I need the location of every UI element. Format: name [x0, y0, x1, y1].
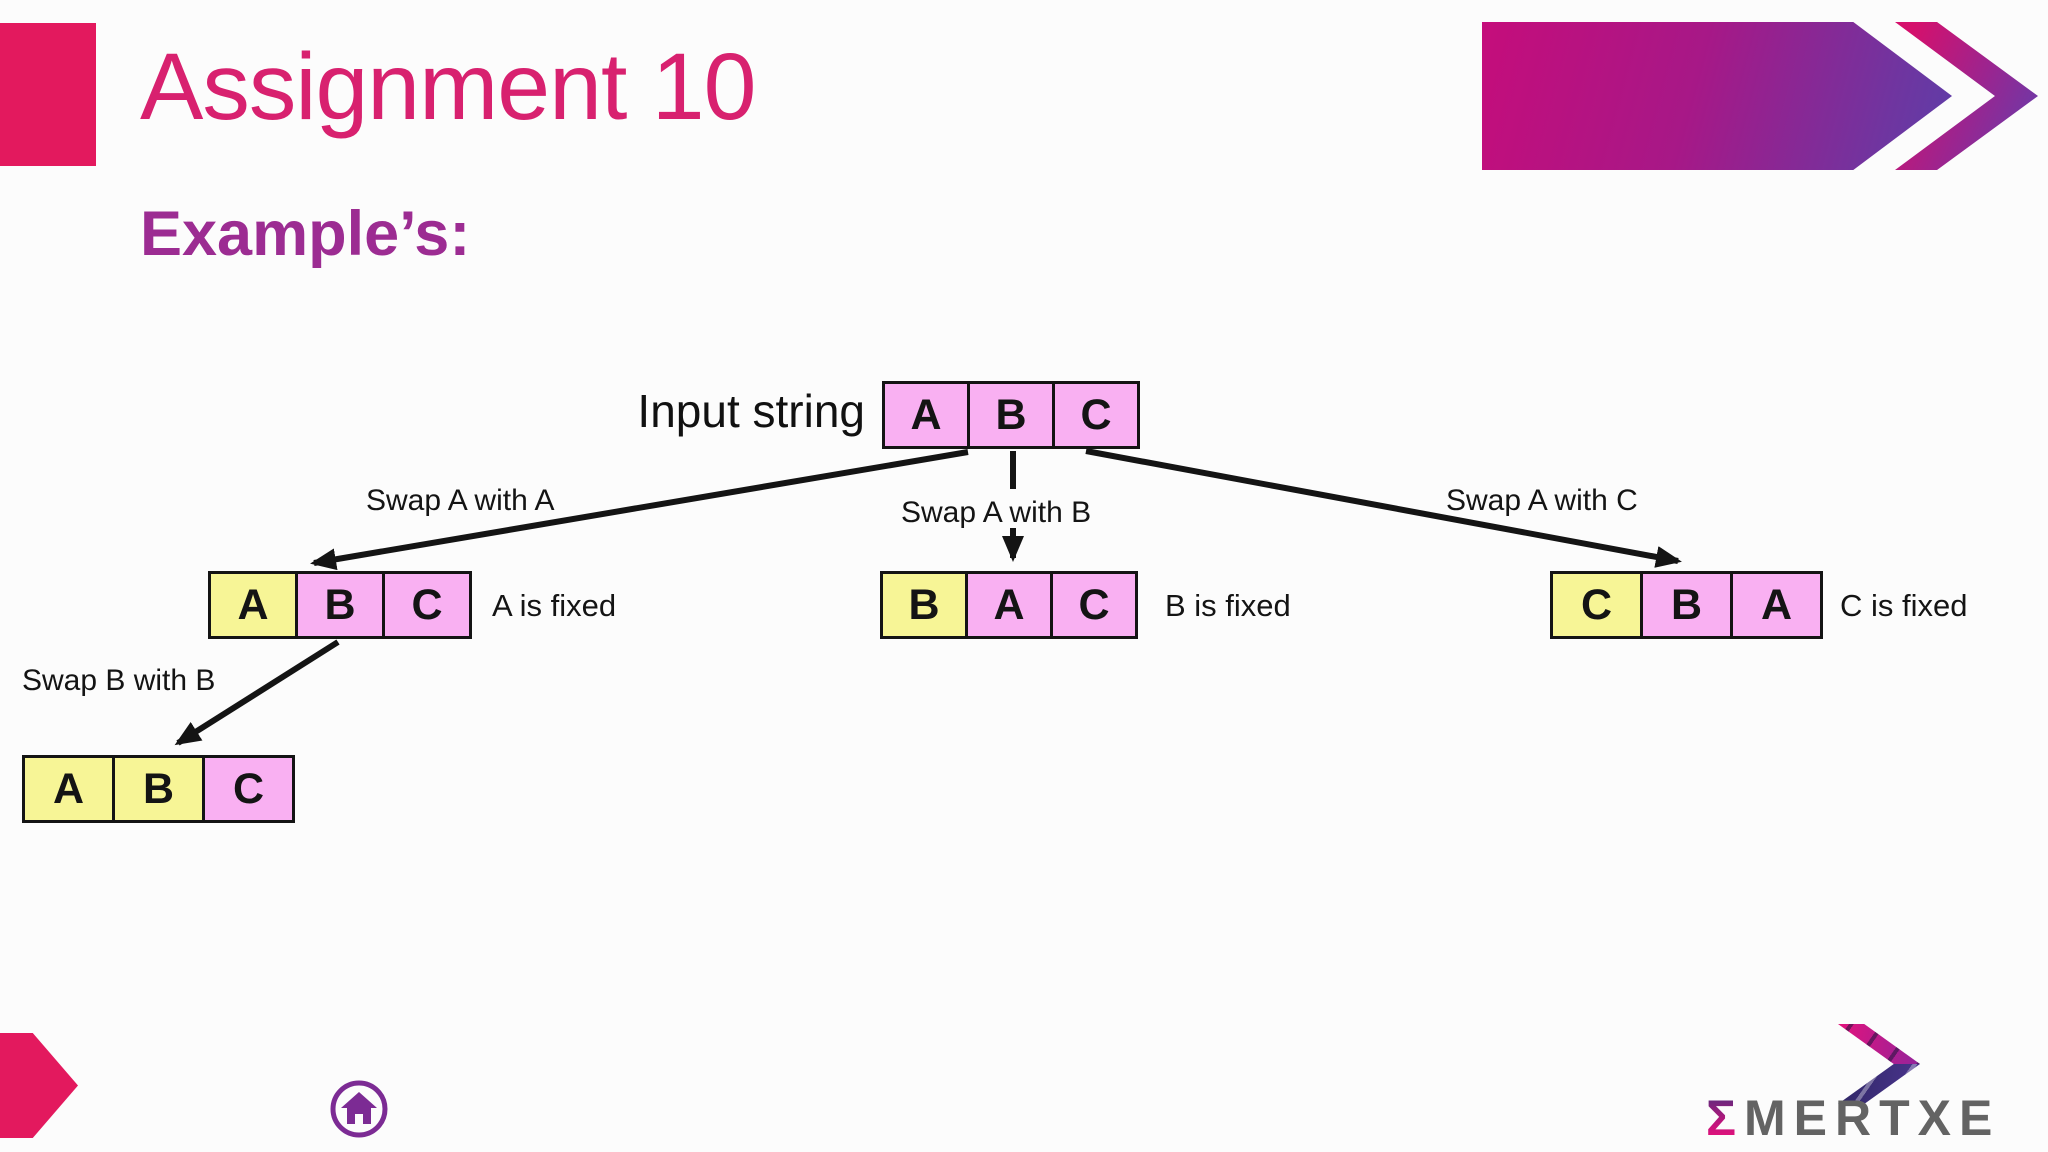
edge-label-swap-a-with-a: Swap A with A: [366, 484, 555, 517]
home-button[interactable]: [328, 1078, 390, 1140]
string-cell: C: [202, 755, 295, 823]
string-cell: A: [965, 571, 1053, 639]
string-cell-fixed: A: [22, 755, 115, 823]
page-title: Assignment 10: [140, 34, 756, 140]
bottom-left-accent-arrow: [0, 1033, 78, 1138]
string-cell: B: [295, 571, 385, 639]
input-string-label: Input string: [637, 385, 865, 437]
edge-label-swap-a-with-c: Swap A with C: [1446, 484, 1638, 517]
edge-label-swap-a-with-b: Swap A with B: [901, 496, 1092, 529]
note-a-is-fixed: A is fixed: [492, 588, 617, 623]
string-cell-fixed: C: [1550, 571, 1643, 639]
string-cell: A: [882, 381, 970, 449]
home-icon: [341, 1092, 377, 1124]
home-icon-door: [355, 1114, 363, 1124]
top-left-accent-rect: [0, 23, 96, 166]
string-cell: B: [967, 381, 1055, 449]
string-row-b-fixed: B A C: [880, 571, 1138, 639]
top-right-banner-arrow: [1482, 22, 1952, 170]
string-row-ab-fixed: A B C: [22, 755, 295, 823]
string-cell-fixed: A: [208, 571, 298, 639]
string-cell: C: [382, 571, 472, 639]
string-cell: B: [1640, 571, 1733, 639]
string-cell-fixed: B: [112, 755, 205, 823]
edge-label-swap-b-with-b: Swap B with B: [22, 664, 216, 697]
string-row-a-fixed: A B C: [208, 571, 472, 639]
string-row-input: A B C: [882, 381, 1140, 449]
note-c-is-fixed: C is fixed: [1840, 588, 1968, 623]
page-subtitle: Example’s:: [140, 199, 471, 269]
logo-text: MERTXE: [1744, 1090, 2001, 1146]
string-cell: C: [1050, 571, 1138, 639]
company-logo: ΣMERTXE: [1706, 1089, 2000, 1147]
string-cell: C: [1052, 381, 1140, 449]
logo-sigma-icon: Σ: [1706, 1090, 1745, 1146]
string-cell-fixed: B: [880, 571, 968, 639]
home-button-ring: [330, 1080, 388, 1138]
string-row-c-fixed: C B A: [1550, 571, 1823, 639]
logo-chevron-top: [1838, 1024, 1920, 1064]
string-cell: A: [1730, 571, 1823, 639]
note-b-is-fixed: B is fixed: [1165, 588, 1291, 623]
